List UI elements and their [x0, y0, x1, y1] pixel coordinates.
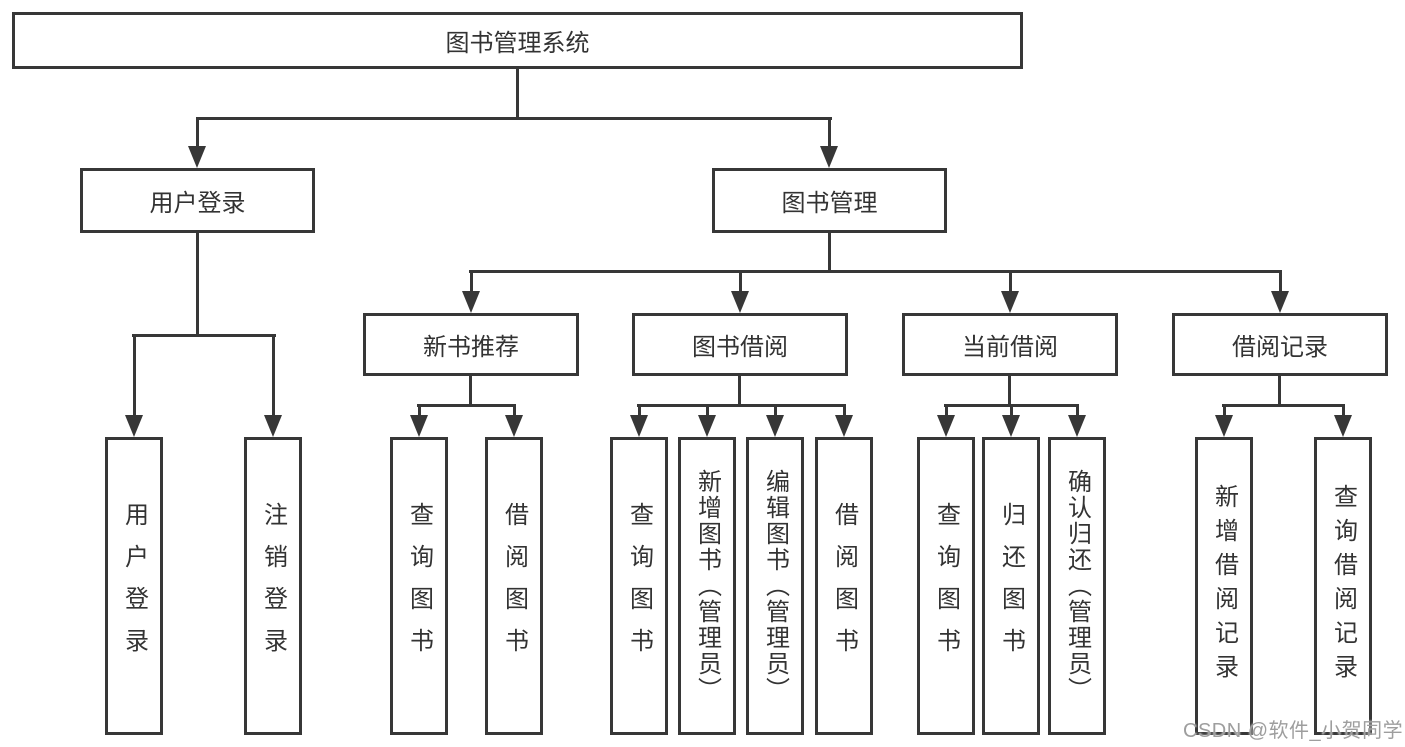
connector-line: [196, 233, 199, 337]
connector-line: [1278, 376, 1281, 407]
leaf-query-books-borrowing: 查询图书: [610, 437, 668, 735]
leaf-query-borrow-record: 查询借阅记录: [1314, 437, 1372, 735]
leaf-confirm-return-admin: 确认归还（管理员）: [1048, 437, 1106, 735]
node-book-management: 图书管理: [712, 168, 947, 233]
connector-line: [828, 233, 831, 273]
connector-line: [1222, 404, 1345, 407]
leaf-add-book-admin: 新增图书（管理员）: [678, 437, 736, 735]
leaf-query-books-recommend: 查询图书: [390, 437, 448, 735]
connector-line: [637, 404, 846, 407]
connector-line: [132, 334, 276, 337]
leaf-user-login: 用户登录: [105, 437, 163, 735]
connector-line: [469, 270, 1282, 273]
connector-line: [1008, 376, 1011, 407]
node-book-borrowing: 图书借阅: [632, 313, 848, 376]
leaf-query-books-current: 查询图书: [917, 437, 975, 735]
watermark-text: CSDN @软件_小贺同学: [1183, 720, 1404, 742]
node-new-book-recommend: 新书推荐: [363, 313, 579, 376]
leaf-borrow-books-recommend: 借阅图书: [485, 437, 543, 735]
leaf-add-borrow-record: 新增借阅记录: [1195, 437, 1253, 735]
node-user-login: 用户登录: [80, 168, 315, 233]
connector-line: [196, 117, 832, 120]
leaf-borrow-books-borrowing: 借阅图书: [815, 437, 873, 735]
leaf-return-book: 归还图书: [982, 437, 1040, 735]
node-borrowing-records: 借阅记录: [1172, 313, 1388, 376]
connector-line: [516, 69, 519, 120]
node-current-borrowing: 当前借阅: [902, 313, 1118, 376]
leaf-logout: 注销登录: [244, 437, 302, 735]
connector-line: [738, 376, 741, 407]
node-library-management-system: 图书管理系统: [12, 12, 1023, 69]
connector-line: [417, 404, 516, 407]
leaf-edit-book-admin: 编辑图书（管理员）: [746, 437, 804, 735]
connector-line: [469, 376, 472, 407]
